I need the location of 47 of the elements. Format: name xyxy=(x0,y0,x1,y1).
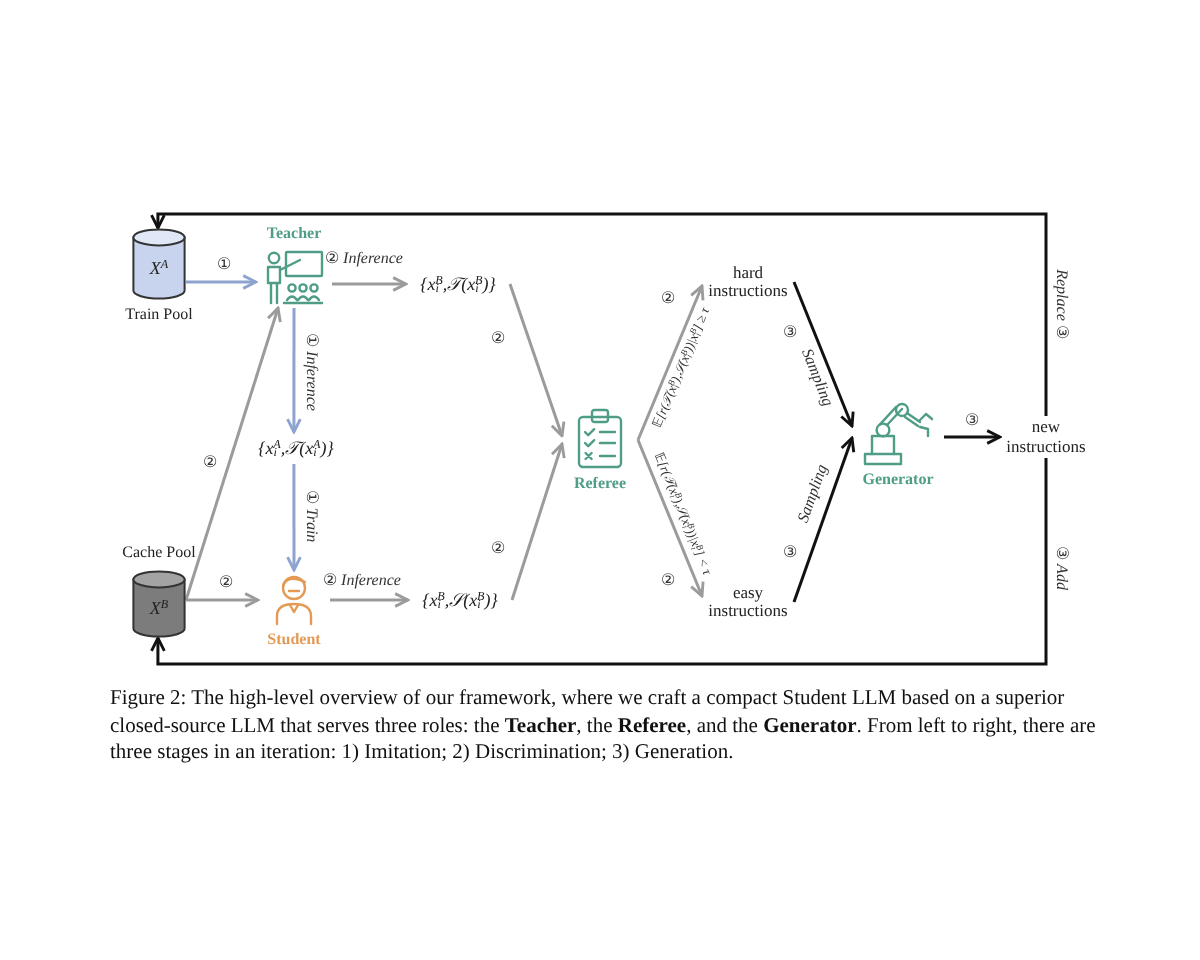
arrow xyxy=(636,284,705,441)
arrow xyxy=(330,592,410,608)
arrow xyxy=(150,458,1048,666)
edge-label: ③ Add xyxy=(1051,546,1069,590)
arrow xyxy=(792,436,856,603)
edge-label: ② Inference xyxy=(323,573,401,591)
variable-label: X$^{B}$ xyxy=(149,599,169,620)
arrow xyxy=(792,281,855,428)
edge-label: ② Inference xyxy=(325,251,403,269)
stage-number: ③ xyxy=(783,325,797,343)
figure-caption: Figure 2: The high-level overview of our framework, where we craft a compact Student LLM based on a superior closed-source LLM that serves three roles: the Teacher, the Referee, and the Generator. From left to right, there are three stages in an iteration: 1) Imitation; 2) Discrimination; 3) Generation. xyxy=(110,686,1098,768)
role-label: Referee xyxy=(573,476,627,494)
node-label: new instructions xyxy=(1004,418,1088,456)
edge-label: ② xyxy=(491,331,505,349)
role-label: Teacher xyxy=(266,226,322,244)
edge-label: Replace ③ xyxy=(1051,269,1069,339)
stage-number: ② xyxy=(661,291,675,309)
node-label: hard instructions xyxy=(706,263,790,301)
arrow xyxy=(186,592,260,608)
role-label: Generator xyxy=(862,472,934,490)
variable-label: X$^{A}$ xyxy=(149,259,169,280)
arrow xyxy=(510,442,566,601)
node-label: easy instructions xyxy=(706,583,790,621)
arrow xyxy=(944,429,1002,445)
edge-label: ② xyxy=(491,541,505,559)
arrow xyxy=(508,283,566,438)
edge-label: ③ xyxy=(965,413,979,431)
arrow xyxy=(186,274,258,290)
arrow xyxy=(286,308,302,434)
arrow xyxy=(636,439,705,598)
edge-label: ① xyxy=(217,257,231,275)
math-expression: {x$_{i}$$^{B}$,𝒯(x$_{i}$$^{B}$)} xyxy=(420,273,496,295)
arrow xyxy=(332,276,408,292)
role-label: Student xyxy=(267,632,321,650)
arrow xyxy=(286,464,302,572)
pool-label: Cache Pool xyxy=(122,545,196,563)
edge-label: ② xyxy=(219,575,233,593)
stage-number: ② xyxy=(661,573,675,591)
math-expression: {x$_{i}$$^{A}$,𝒯(x$_{i}$$^{A}$)} xyxy=(258,437,334,459)
math-expression: {x$_{i}$$^{B}$,𝒮(x$_{i}$$^{B}$)} xyxy=(422,589,498,611)
pool-label: Train Pool xyxy=(125,307,193,325)
edge-label: ① Train xyxy=(301,489,319,543)
arrow xyxy=(184,306,282,601)
arrow xyxy=(150,212,1048,416)
edge-label: ② xyxy=(203,455,217,473)
edge-label: ① Inference xyxy=(301,333,319,411)
stage-number: ③ xyxy=(783,545,797,563)
